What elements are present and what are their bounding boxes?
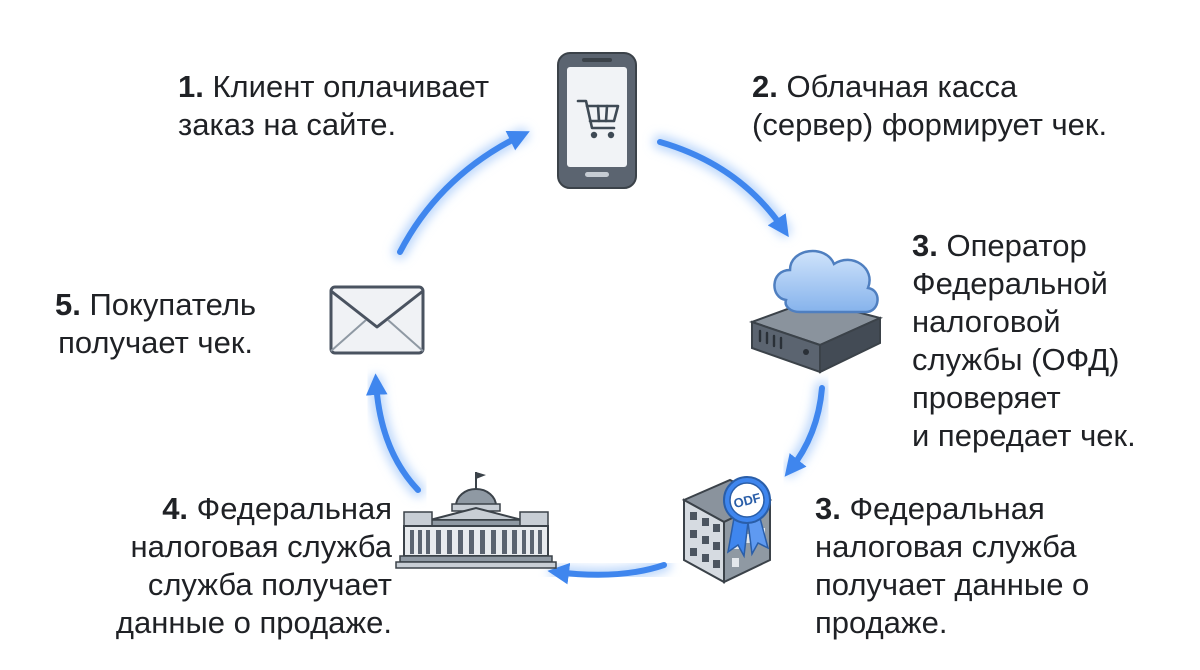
step-4-text: 4. Федеральная налоговая служба служба п… xyxy=(116,490,392,642)
step-line: Клиент оплачивает xyxy=(212,69,490,104)
step-line: (сервер) формирует чек. xyxy=(752,107,1108,142)
seal-badge-text: ODF xyxy=(732,490,762,511)
arrow-step3b-to-step4 xyxy=(547,558,671,585)
government-building-icon xyxy=(395,472,557,569)
smartphone-cart-icon xyxy=(557,52,637,189)
step-line: налоговая служба xyxy=(815,529,1077,564)
step-number: 1. xyxy=(178,69,204,104)
arrow-step5-to-step1 xyxy=(393,128,530,259)
step-line: Федеральная xyxy=(196,491,392,526)
step-line: Федеральной xyxy=(912,266,1108,301)
step-line: Облачная касса xyxy=(786,69,1018,104)
step-line: Покупатель xyxy=(89,287,257,322)
arrow-step1-to-step2 xyxy=(653,135,791,238)
step-3b-text: 3. Федеральная налоговая служба получает… xyxy=(815,490,1089,642)
step-number: 4. xyxy=(162,491,189,526)
cloud-server-icon xyxy=(748,249,883,374)
step-number: 3. xyxy=(912,228,938,263)
step-line: налоговой xyxy=(912,304,1061,339)
step-line: Федеральная xyxy=(849,491,1045,526)
step-line: проверяет xyxy=(912,380,1061,415)
step-line: данные о продаже. xyxy=(115,605,392,640)
step-5-text: 5. Покупатель получает чек. xyxy=(55,286,256,362)
office-building-seal-icon: ODF xyxy=(681,476,773,584)
step-line: и передает чек. xyxy=(912,418,1136,453)
step-line: заказ на сайте. xyxy=(178,107,397,142)
step-line: получает данные о xyxy=(815,567,1090,602)
step-number: 2. xyxy=(752,69,778,104)
step-line: налоговая служба xyxy=(130,529,392,564)
step-number: 5. xyxy=(55,287,81,322)
step-2-text: 2. Облачная касса (сервер) формирует чек… xyxy=(752,68,1107,144)
step-3a-text: 3. Оператор Федеральной налоговой службы… xyxy=(912,227,1136,455)
step-line: служба получает xyxy=(147,567,392,602)
step-1-text: 1. Клиент оплачивает заказ на сайте. xyxy=(178,68,489,144)
envelope-icon xyxy=(329,285,425,355)
arrow-step4-to-step5 xyxy=(365,373,425,497)
step-number: 3. xyxy=(815,491,841,526)
step-line: службы (ОФД) xyxy=(912,342,1120,377)
step-line: продаже. xyxy=(815,605,948,640)
step-line: получает чек. xyxy=(58,325,253,360)
step-line: Оператор xyxy=(946,228,1087,263)
arrow-step3a-to-step3b xyxy=(783,381,829,477)
